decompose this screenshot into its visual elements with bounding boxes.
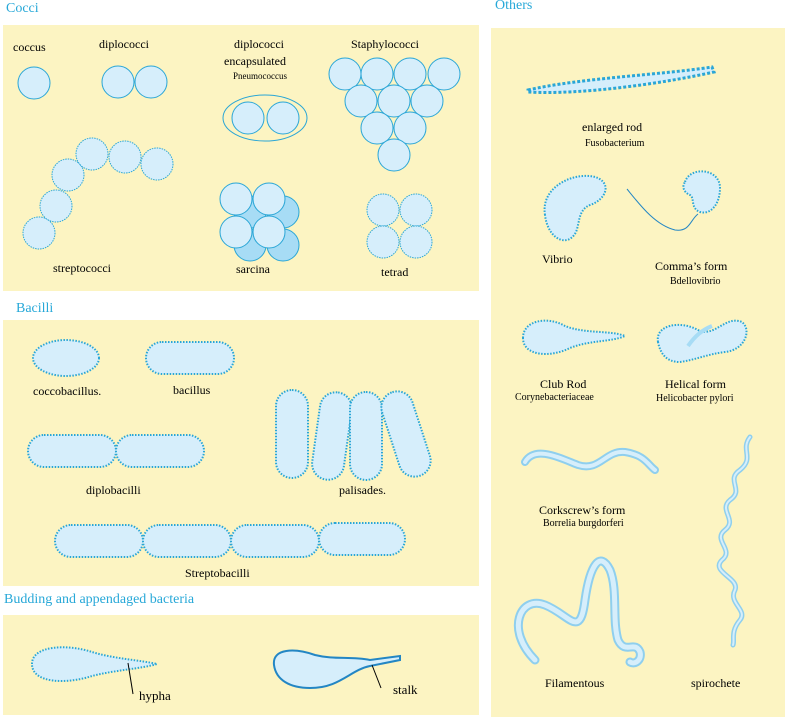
label-corkscrew-form: Corkscrew’s form (539, 503, 626, 517)
label-streptobacilli: Streptobacilli (185, 566, 250, 580)
label-tetrad: tetrad (381, 265, 409, 279)
label-streptococci: streptococci (53, 261, 111, 275)
diplococci-figure (101, 65, 168, 99)
label-comma-form: Comma’s form (655, 259, 728, 273)
label-helical-form: Helical form (665, 377, 726, 391)
streptococci-figure (22, 137, 174, 250)
comma-form-figure (626, 170, 722, 231)
label-club-rod: Club Rod (540, 377, 587, 391)
label-bacillus: bacillus (173, 383, 211, 397)
label-sarcina: sarcina (236, 262, 270, 276)
coccus-figure (17, 66, 51, 100)
label-coccus: coccus (13, 40, 46, 54)
encapsulated-diplococci-figure (222, 94, 308, 142)
section-title-others: Others (495, 0, 533, 13)
tetrad-figure (366, 193, 433, 259)
label-helicobacter: Helicobacter pylori (656, 393, 734, 404)
sarcina-figure (219, 182, 300, 262)
label-encapsulated: encapsulated (224, 54, 286, 68)
staphylococci-figure (328, 57, 461, 172)
spirochete-figure (716, 434, 753, 648)
label-diplococci-encapsulated: diplococci (234, 37, 284, 51)
label-diplococci: diplococci (99, 37, 149, 51)
bacillus-figure (145, 341, 235, 375)
label-enlarged-rod: enlarged rod (582, 120, 643, 134)
section-title-cocci: Cocci (6, 1, 39, 16)
diplobacilli-figure (27, 434, 205, 468)
stalk-figure (272, 649, 401, 690)
label-vibrio: Vibrio (542, 252, 573, 266)
palisades-figure (275, 389, 432, 481)
label-fusobacterium: Fusobacterium (585, 138, 645, 149)
enlarged-rod-figure (526, 65, 717, 94)
club-rod-figure (521, 319, 628, 355)
label-filamentous: Filamentous (545, 676, 605, 690)
filamentous-figure (513, 556, 645, 668)
label-pneumococcus: Pneumococcus (233, 71, 287, 81)
section-title-budding: Budding and appendaged bacteria (4, 592, 195, 607)
corkscrew-form-figure (521, 447, 659, 474)
label-corynebacteriaceae: Corynebacteriaceae (515, 392, 594, 403)
label-staphylococci: Staphylococci (351, 37, 419, 51)
label-diplobacilli: diplobacilli (86, 483, 141, 497)
label-coccobacillus: coccobacillus. (33, 384, 102, 398)
label-stalk: stalk (393, 682, 418, 697)
label-hypha: hypha (139, 688, 171, 703)
hypha-figure (30, 646, 161, 695)
vibrio-figure (543, 174, 607, 242)
helical-form-figure (656, 319, 748, 364)
streptobacilli-figure (54, 522, 406, 558)
label-palisades: palisades. (339, 483, 386, 497)
label-borrelia: Borrelia burgdorferi (543, 518, 624, 529)
section-title-bacilli: Bacilli (16, 301, 54, 316)
label-spirochete: spirochete (691, 676, 741, 690)
coccobacillus-figure (32, 339, 100, 377)
label-bdellovibrio: Bdellovibrio (670, 276, 721, 287)
